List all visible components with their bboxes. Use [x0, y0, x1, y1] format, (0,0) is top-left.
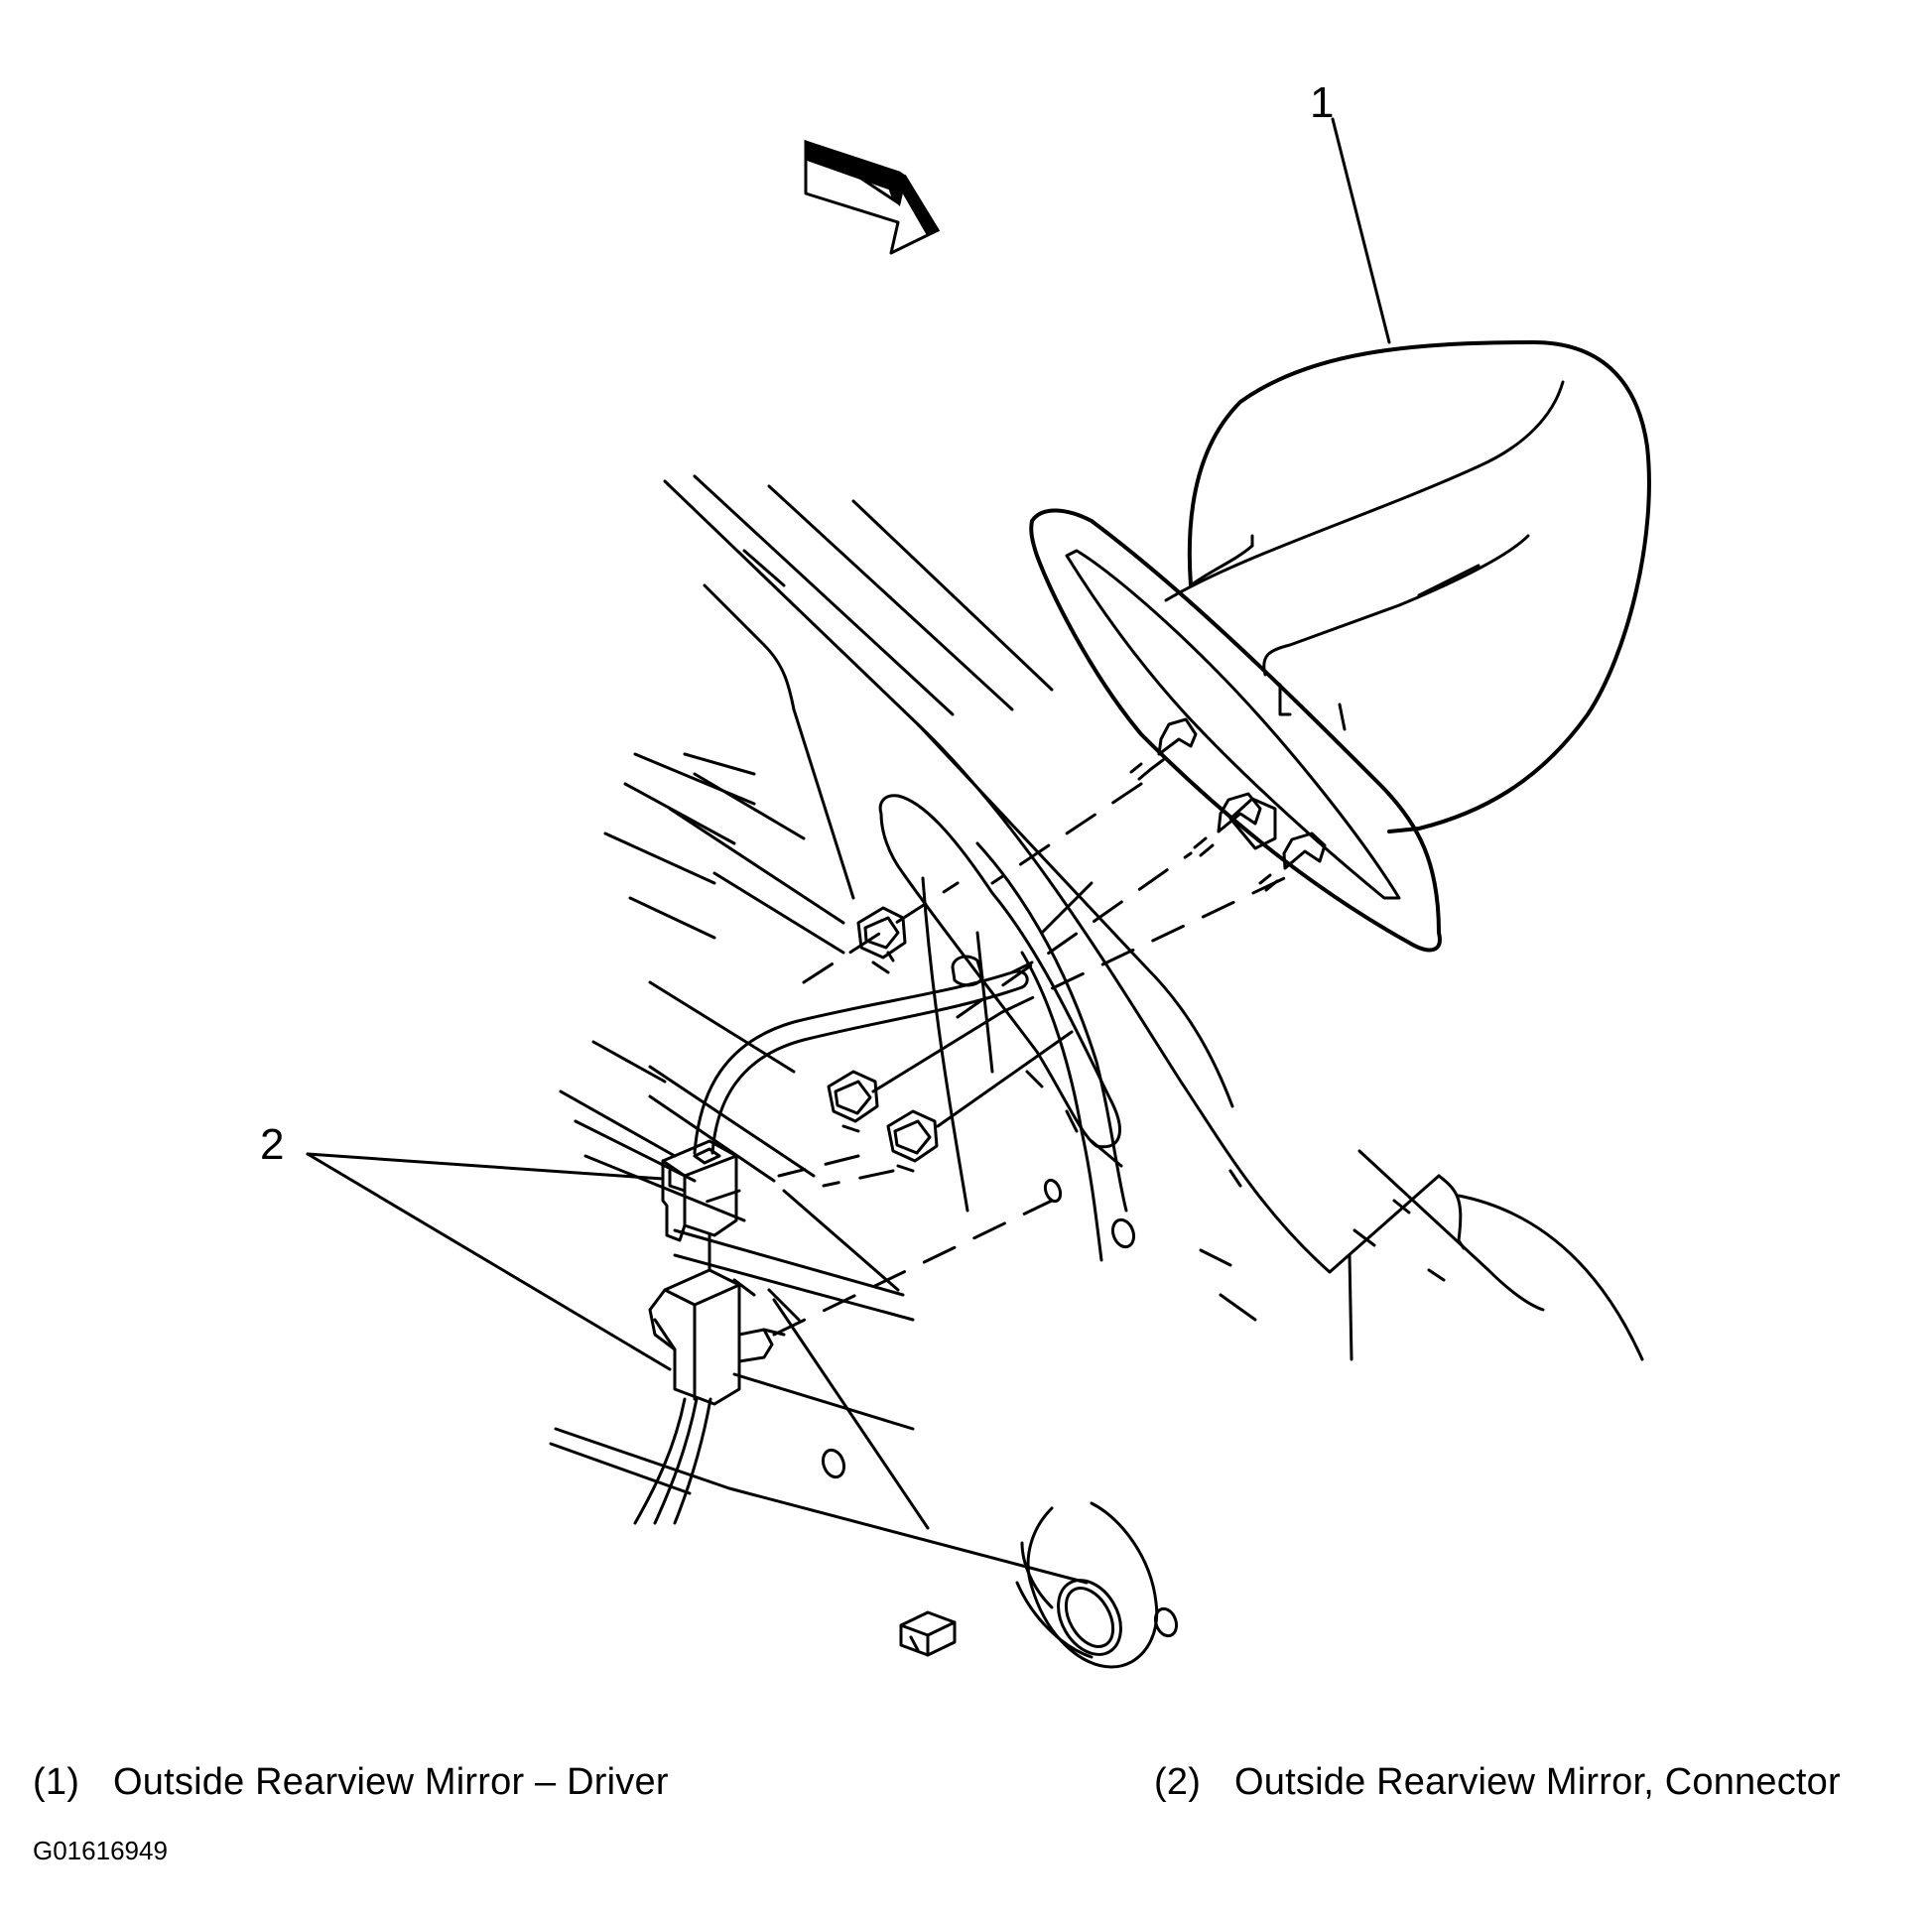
- connector-lower: [648, 1268, 786, 1406]
- wiring-harness: [633, 960, 1034, 1525]
- mirror-head: [1164, 340, 1651, 833]
- mirror-nuts: [827, 906, 984, 1173]
- assembly-lines: [693, 782, 1297, 1337]
- door-inner-panel: [549, 752, 1232, 1585]
- legend-number-2: (2): [1154, 1761, 1202, 1803]
- callout-2-group: 2: [260, 1120, 672, 1371]
- figure-id: G01616949: [33, 1836, 168, 1865]
- view-direction-arrow: [804, 139, 941, 255]
- callout-1: 1: [1310, 78, 1334, 127]
- door-frame: [663, 474, 1644, 1361]
- mirror-installation-diagram: 1: [260, 78, 1651, 1669]
- connector-upper: [661, 1139, 738, 1242]
- legend-text-2: Outside Rearview Mirror, Connector: [1234, 1761, 1841, 1803]
- callout-1-group: 1: [1310, 78, 1391, 344]
- callout-2: 2: [260, 1120, 284, 1169]
- legend-item-2: (2) Outside Rearview Mirror, Connector: [1154, 1761, 1841, 1804]
- legend-number-1: (1): [33, 1761, 80, 1803]
- retainer-clip: [899, 1610, 957, 1657]
- legend-text-1: Outside Rearview Mirror – Driver: [113, 1761, 669, 1803]
- mounting-holes: [821, 1178, 1179, 1669]
- legend-item-1: (1) Outside Rearview Mirror – Driver: [33, 1761, 669, 1804]
